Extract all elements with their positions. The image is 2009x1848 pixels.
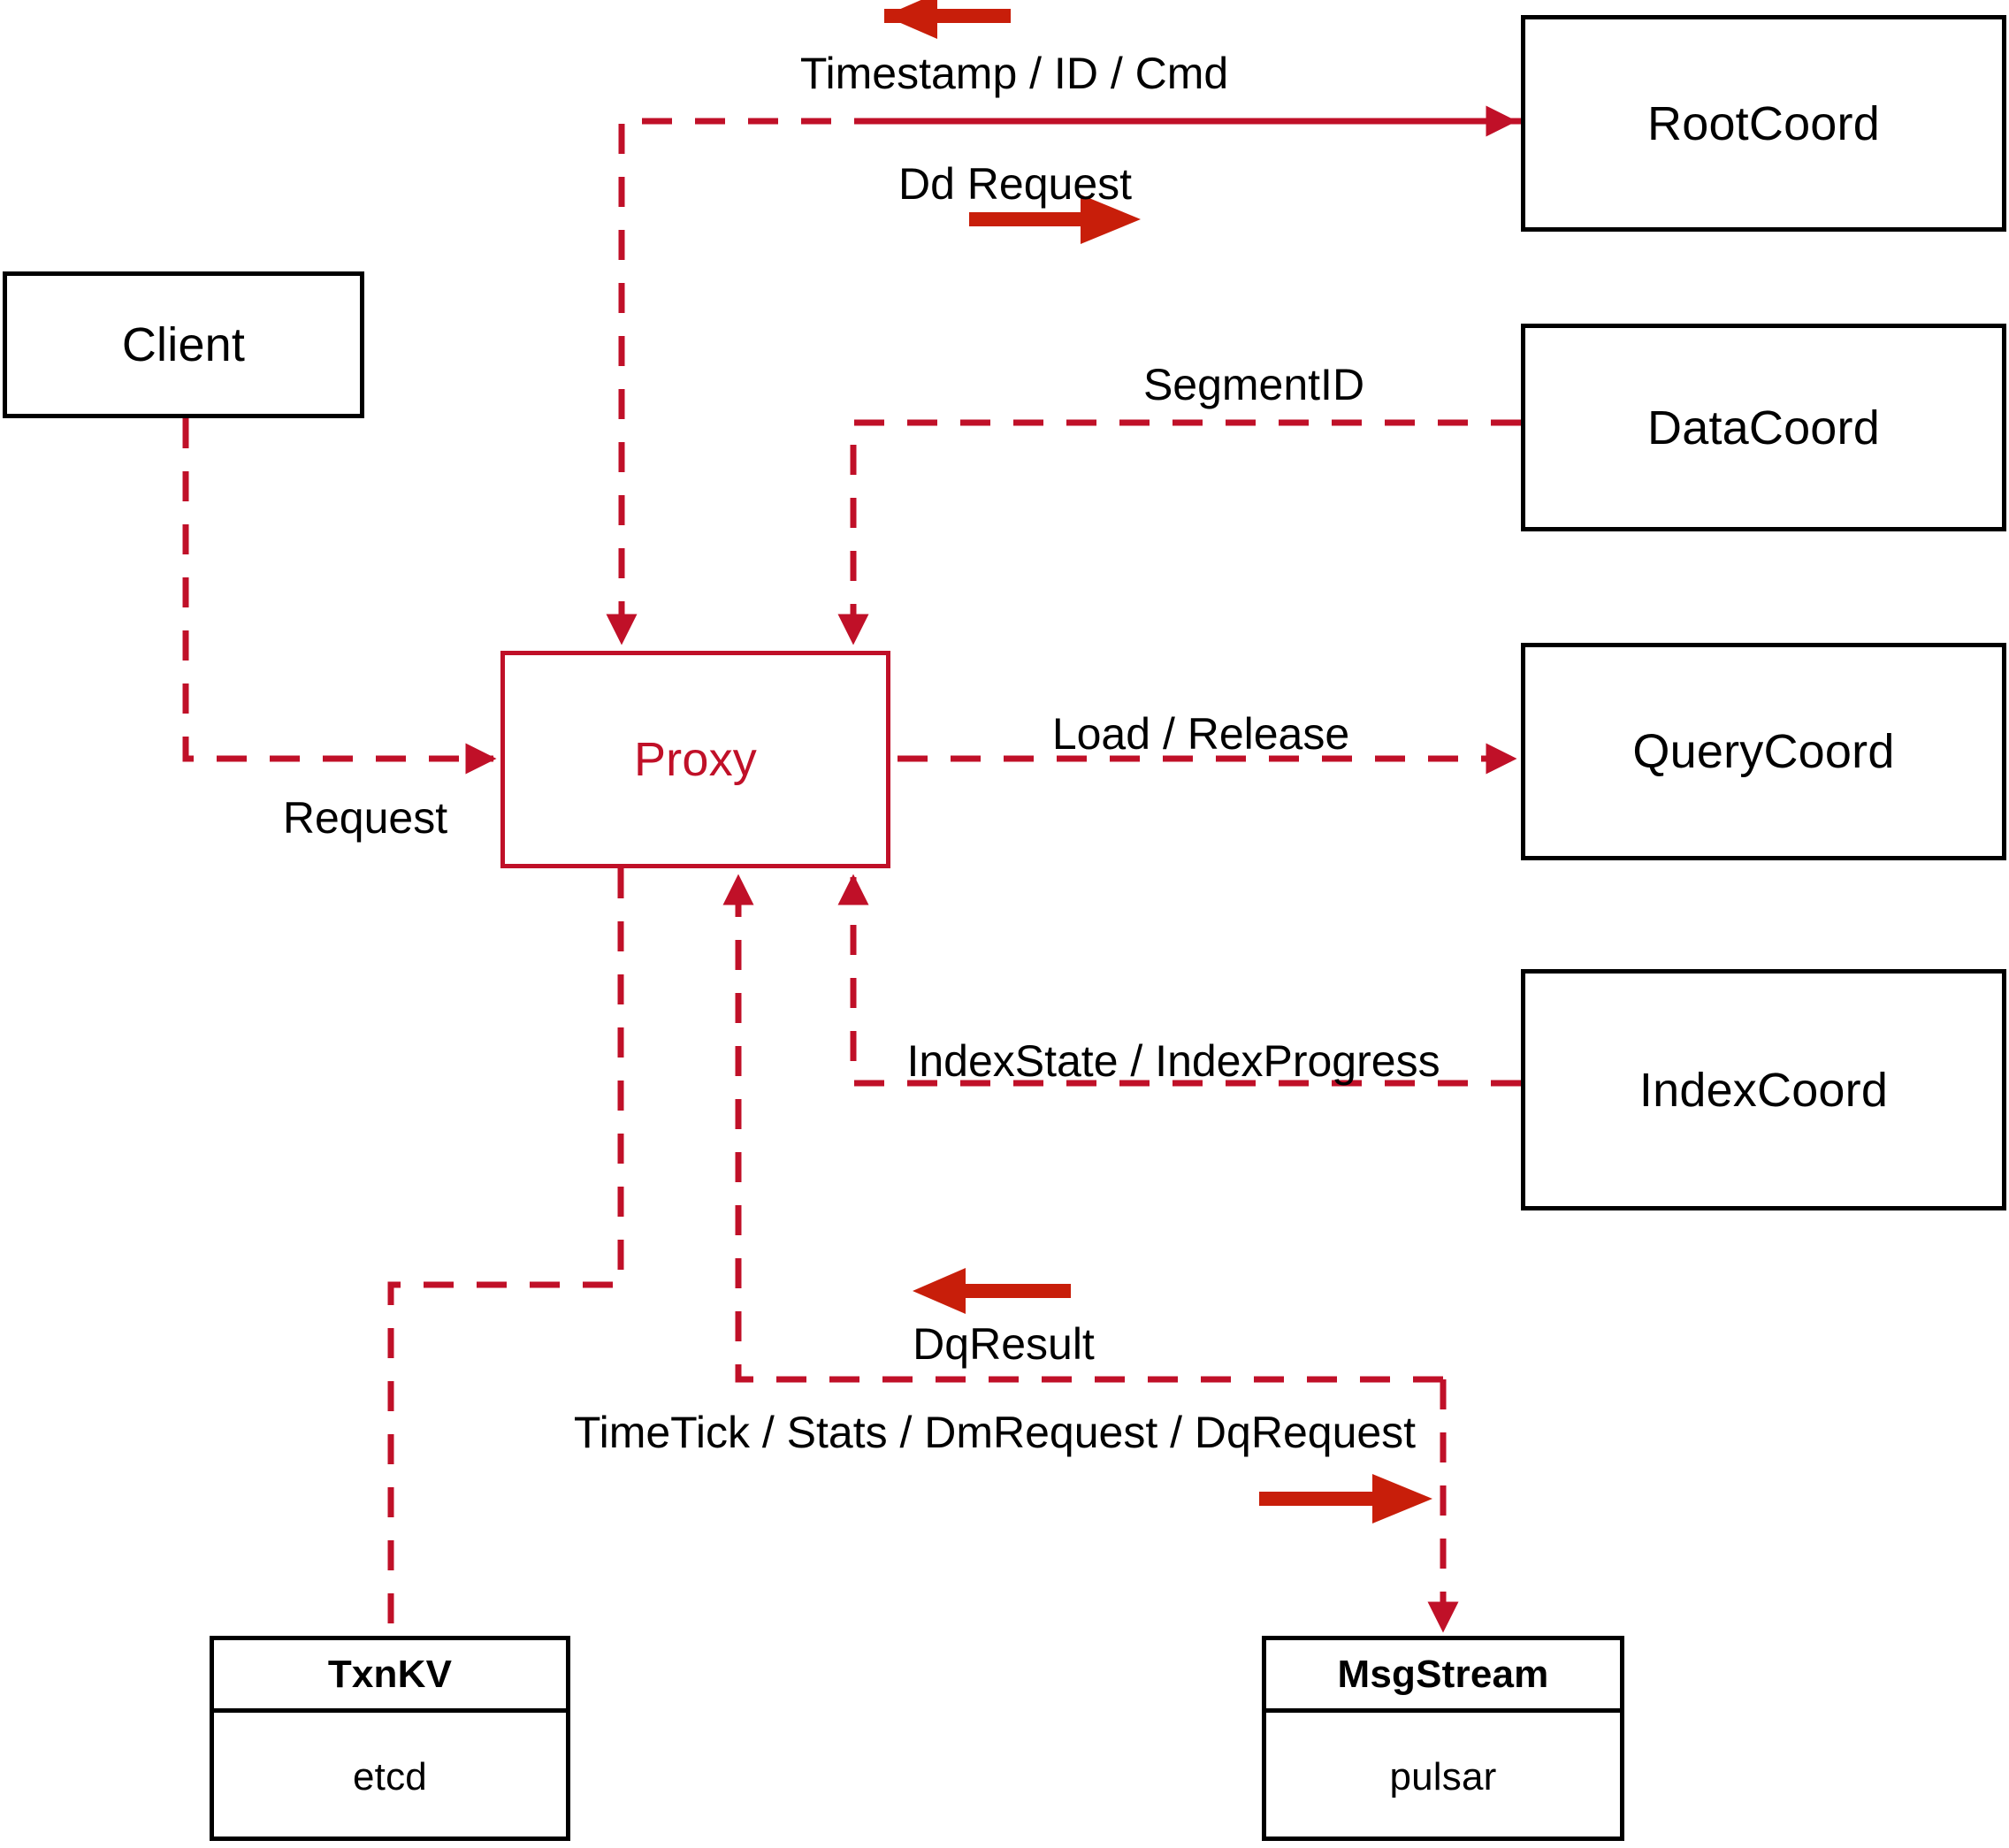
edge-label-timestamp-id-cmd: Timestamp / ID / Cmd [799, 49, 1229, 98]
node-client-label: Client [121, 318, 246, 371]
node-msgstream-title: MsgStream [1337, 1652, 1549, 1696]
edge-proxy-to-txnkv [387, 868, 624, 1631]
edge-datacoord-to-proxy [837, 419, 1521, 645]
direction-marker-left-dqresult [913, 1268, 1071, 1314]
node-txnkv-title: TxnKV [327, 1652, 453, 1696]
edge-msgstream-to-proxy [722, 874, 1443, 1383]
edge-label-index-state-progress: IndexState / IndexProgress [906, 1036, 1440, 1086]
node-txnkv-body: etcd [214, 1713, 566, 1842]
node-querycoord-label: QueryCoord [1632, 725, 1895, 778]
node-txnkv-impl: etcd [353, 1755, 427, 1798]
node-indexcoord[interactable]: IndexCoord [1521, 969, 2006, 1210]
edge-label-request: Request [282, 793, 448, 843]
node-proxy-label: Proxy [633, 733, 758, 786]
edge-rootcoord-to-proxy [606, 118, 1521, 645]
direction-markers [884, 0, 1432, 1523]
node-msgstream-body: pulsar [1266, 1713, 1620, 1842]
node-txnkv-header: TxnKV [214, 1640, 566, 1713]
direction-marker-right-ddrequest [969, 195, 1141, 244]
node-msgstream-header: MsgStream [1266, 1640, 1620, 1713]
node-querycoord[interactable]: QueryCoord [1521, 643, 2006, 860]
node-msgstream[interactable]: MsgStream pulsar [1262, 1636, 1624, 1841]
node-rootcoord[interactable]: RootCoord [1521, 15, 2006, 232]
edge-label-dd-request: Dd Request [898, 159, 1133, 209]
node-client[interactable]: Client [3, 271, 364, 418]
node-datacoord-label: DataCoord [1647, 401, 1880, 454]
node-rootcoord-label: RootCoord [1647, 96, 1880, 150]
edge-label-dq-result: DqResult [913, 1319, 1095, 1369]
node-datacoord[interactable]: DataCoord [1521, 324, 2006, 531]
node-msgstream-impl: pulsar [1389, 1755, 1497, 1798]
edge-indexcoord-to-proxy [837, 874, 1521, 1087]
node-proxy[interactable]: Proxy [500, 651, 890, 868]
direction-marker-right-timetick [1259, 1474, 1432, 1523]
edge-label-load-release: Load / Release [1051, 709, 1350, 759]
direction-marker-left-timestamp [884, 0, 1011, 39]
edge-label-timetick-stats: TimeTick / Stats / DmRequest / DqRequest [573, 1408, 1417, 1457]
node-txnkv[interactable]: TxnKV etcd [210, 1636, 570, 1841]
edge-client-to-proxy [182, 418, 497, 775]
node-indexcoord-label: IndexCoord [1639, 1063, 1889, 1117]
edge-label-segment-id: SegmentID [1142, 360, 1365, 409]
